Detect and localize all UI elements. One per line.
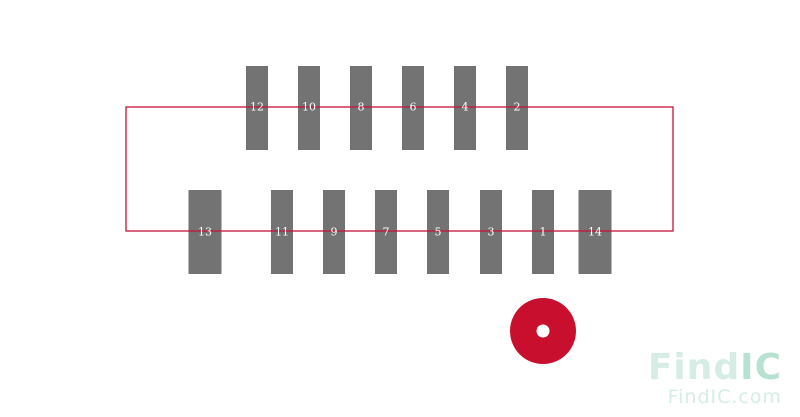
pad-7 — [375, 190, 397, 274]
pad-5 — [427, 190, 449, 274]
pad-label-3: 3 — [488, 226, 495, 239]
pin1-marker — [510, 298, 576, 364]
pad-1 — [532, 190, 554, 274]
pad-label-7: 7 — [383, 226, 390, 239]
pad-labels-layer: 12 10 8 6 4 2 13 11 9 7 5 3 1 14 — [198, 101, 602, 239]
pad-9 — [323, 190, 345, 274]
pad-label-14: 14 — [588, 226, 602, 239]
pad-label-6: 6 — [410, 101, 417, 114]
pad-label-8: 8 — [358, 101, 365, 114]
pad-label-9: 9 — [331, 226, 338, 239]
pads-layer — [188, 66, 612, 274]
component-outline — [125, 106, 674, 232]
pad-14 — [578, 190, 612, 274]
pad-label-13: 13 — [198, 226, 212, 239]
pad-3 — [480, 190, 502, 274]
pad-label-12: 12 — [250, 101, 264, 114]
pad-2 — [506, 66, 528, 150]
pad-10 — [298, 66, 320, 150]
pad-label-10: 10 — [302, 101, 316, 114]
pad-label-5: 5 — [435, 226, 442, 239]
pad-13 — [188, 190, 222, 274]
pad-label-4: 4 — [462, 101, 469, 114]
pad-label-11: 11 — [275, 226, 289, 239]
pad-label-2: 2 — [514, 101, 521, 114]
pad-8 — [350, 66, 372, 150]
pad-4 — [454, 66, 476, 150]
pad-12 — [246, 66, 268, 150]
pad-label-1: 1 — [540, 226, 547, 239]
pad-6 — [402, 66, 424, 150]
pad-11 — [271, 190, 293, 274]
